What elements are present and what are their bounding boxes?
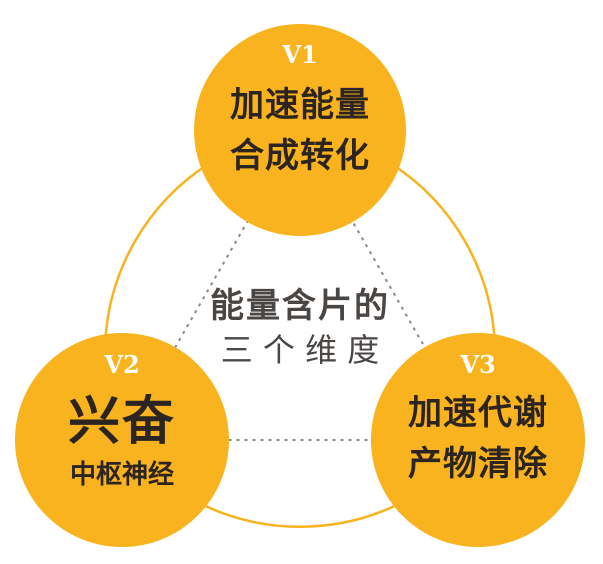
v3-tag: V3	[460, 350, 496, 379]
v2-line-2: 中枢神经	[69, 460, 174, 490]
node-v3: V3 加速代谢 产物清除	[372, 350, 584, 485]
v2-tag: V2	[104, 350, 140, 379]
v1-circle	[194, 24, 406, 236]
node-v1: V1 加速能量 合成转化	[194, 40, 406, 177]
center-title: 能量含片的 三 个 维 度	[150, 278, 450, 371]
node-v2: V2 兴奋 中枢神经	[16, 350, 228, 491]
outer-curved-triangle	[103, 128, 497, 528]
v1-line-2: 合成转化	[230, 136, 370, 176]
v3-line-2: 产物清除	[408, 444, 548, 484]
center-line-2: 三 个 维 度	[220, 331, 380, 369]
v2-line-1: 兴奋	[67, 392, 176, 452]
v1-line-1: 加速能量	[230, 85, 370, 125]
v1-tag: V1	[282, 40, 318, 69]
v2-circle	[15, 333, 229, 547]
v3-circle	[371, 333, 585, 547]
v3-line-1: 加速代谢	[408, 393, 548, 433]
inner-dotted-triangle	[120, 127, 480, 441]
center-line-1: 能量含片的	[210, 286, 390, 326]
